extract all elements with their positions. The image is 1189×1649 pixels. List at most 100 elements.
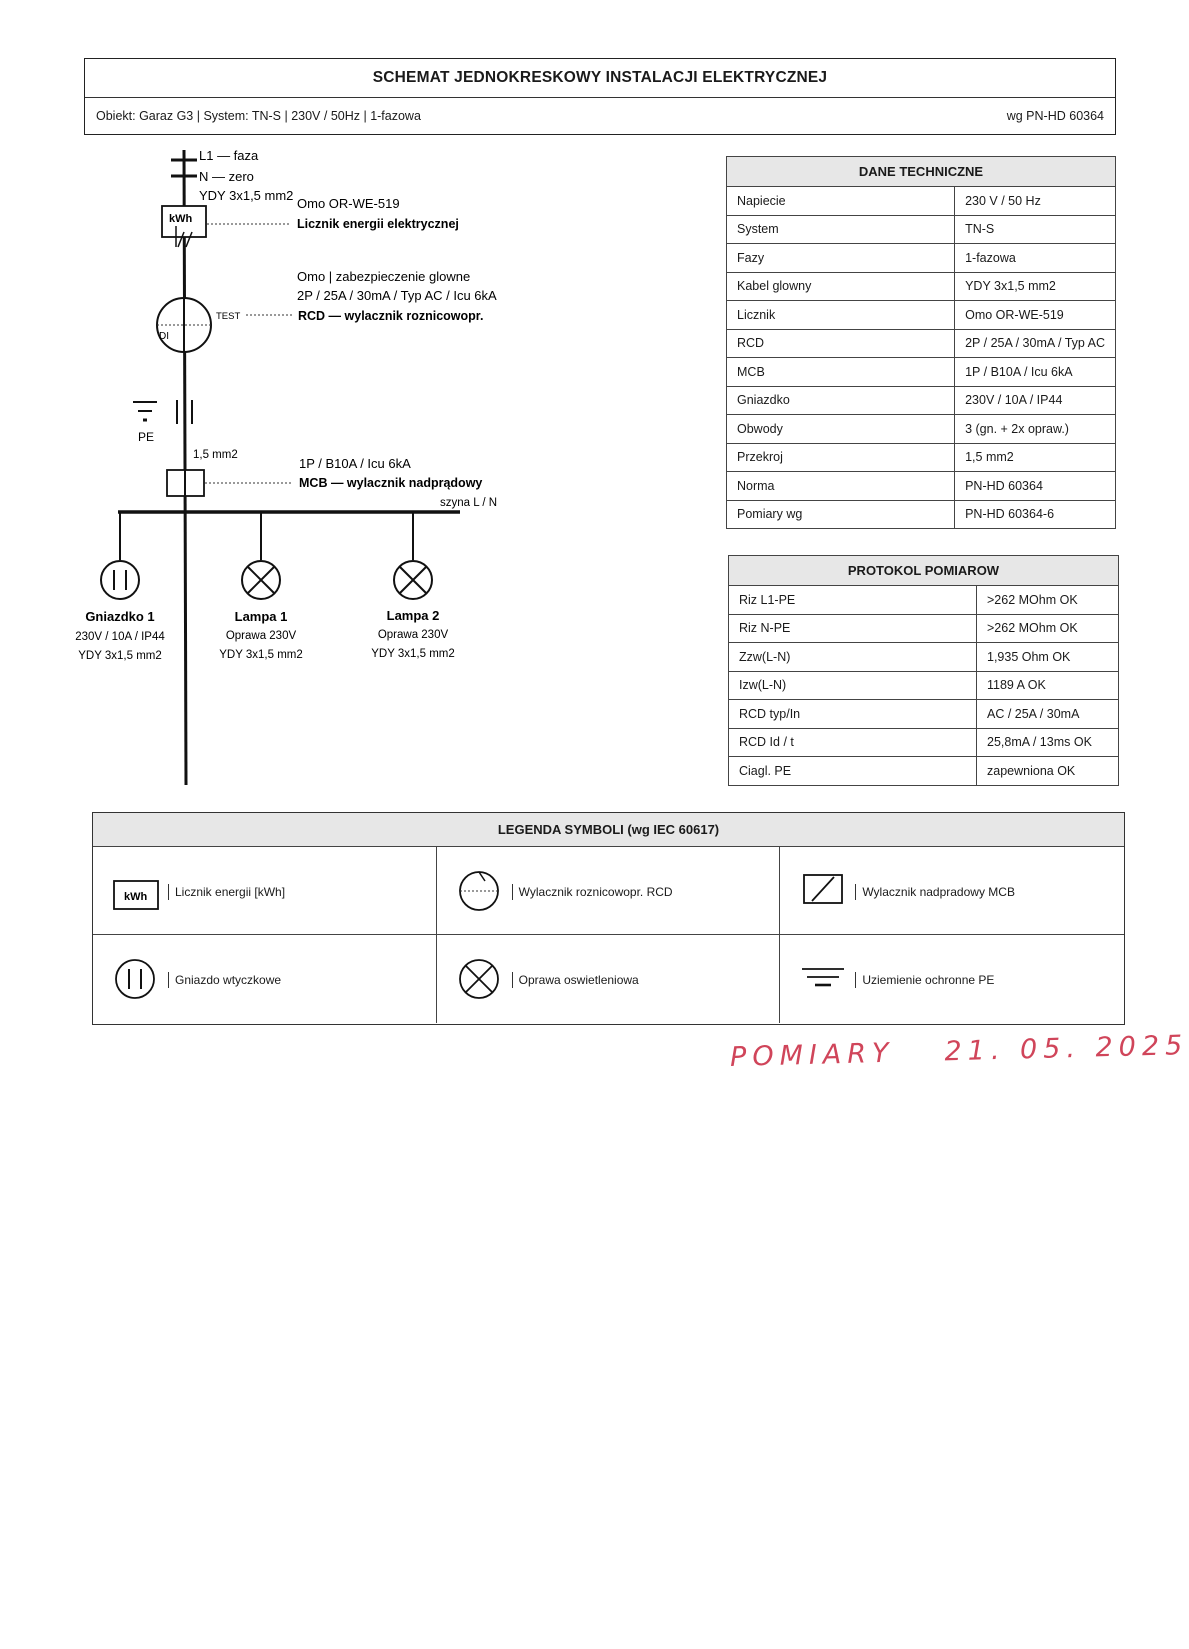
meter-label: Licznik energii elektrycznej	[297, 217, 459, 231]
busbar-label: szyna L / N	[440, 497, 497, 509]
legend-label: Wylacznik nadpradowy MCB	[855, 884, 1015, 900]
table-row: Izw(L-N)1189 A OK	[728, 670, 1119, 700]
legend-item: kWh Licznik energii [kWh]	[93, 847, 437, 935]
tech-value: 1,5 mm2	[954, 442, 1116, 472]
meter-symbol-text: kWh	[169, 213, 193, 225]
tech-value: PN-HD 60364-6	[954, 499, 1116, 529]
l1-label: L1 — faza	[199, 148, 259, 163]
handwritten-word: POMIARY	[729, 1037, 895, 1073]
n-label: N — zero	[199, 169, 254, 184]
protocol-key: RCD Id / t	[728, 727, 977, 757]
legend-label: Uziemienie ochronne PE	[855, 972, 994, 988]
legend-item: Oprawa oswietleniowa	[437, 935, 781, 1023]
ground-pe-icon	[802, 968, 845, 987]
tech-value: Omo OR-WE-519	[954, 300, 1116, 330]
load-name: Lampa 1	[235, 609, 288, 624]
load-line2: YDY 3x1,5 mm2	[371, 648, 455, 660]
tech-key: Pomiary wg	[725, 499, 956, 529]
protocol-table: PROTOKOL POMIAROW Riz L1-PE>262 MOhm OK …	[728, 555, 1119, 786]
tech-key: MCB	[725, 357, 956, 387]
protocol-value: zapewniona OK	[976, 756, 1119, 786]
tech-key: Napiecie	[725, 186, 956, 216]
handwritten-annotation: POMIARY 21. 05. 2025	[730, 1030, 1189, 1073]
tech-value: 1P / B10A / Icu 6kA	[954, 357, 1116, 387]
protocol-key: Zzw(L-N)	[728, 642, 977, 672]
rcd-line1: Omo | zabezpieczenie glowne	[297, 269, 470, 284]
legend-label: Licznik energii [kWh]	[168, 884, 285, 900]
load-line1: Oprawa 230V	[226, 630, 297, 642]
tech-key: Przekroj	[725, 442, 956, 472]
table-row: Riz N-PE>262 MOhm OK	[728, 613, 1119, 643]
meter-model-label: Omo OR-WE-519	[297, 196, 400, 211]
protocol-value: >262 MOhm OK	[976, 585, 1119, 615]
kwh-meter-icon: kWh	[113, 880, 159, 910]
pe-ground-symbol	[133, 400, 193, 424]
mcb-icon	[803, 874, 844, 904]
tech-value: TN-S	[954, 214, 1116, 244]
legend-item: Wylacznik roznicowopr. RCD	[436, 847, 781, 935]
protocol-value: 1189 A OK	[976, 670, 1119, 700]
mcb-spec: 1P / B10A / Icu 6kA	[299, 456, 411, 471]
load-name: Lampa 2	[387, 608, 440, 623]
tech-key: Kabel glowny	[725, 271, 956, 301]
tech-value: 230 V / 50 Hz	[954, 186, 1116, 216]
legend-title: LEGENDA SYMBOLI (wg IEC 60617)	[93, 813, 1124, 847]
rcd-icon	[458, 871, 499, 911]
legend-label: Oprawa oswietleniowa	[511, 972, 639, 988]
tech-key: System	[725, 214, 956, 244]
mcb-symbol	[166, 469, 205, 497]
object-info-row: Obiekt: Garaz G3 | System: TN-S | 230V /…	[85, 98, 1115, 136]
protocol-key: Riz N-PE	[728, 613, 977, 643]
load-line1: 230V / 10A / IP44	[75, 631, 165, 643]
protocol-key: Riz L1-PE	[728, 585, 977, 615]
legend-label: Gniazdo wtyczkowe	[168, 972, 281, 988]
tech-key: Licznik	[725, 300, 956, 330]
title-block: SCHEMAT JEDNOKRESKOWY INSTALACJI ELEKTRY…	[84, 58, 1116, 135]
legend-kwh-text: kWh	[124, 891, 148, 903]
object-info: Obiekt: Garaz G3 | System: TN-S | 230V /…	[96, 109, 421, 123]
legend-item: Uziemienie ochronne PE	[780, 935, 1124, 1023]
load-line2: YDY 3x1,5 mm2	[78, 650, 162, 662]
legend-label: Wylacznik roznicowopr. RCD	[511, 884, 673, 900]
mcb-label: MCB — wylacznik nadprądowy	[299, 476, 482, 490]
tech-value: 1-fazowa	[954, 243, 1116, 273]
socket-icon	[115, 959, 155, 999]
rcd-symbol: DI	[156, 297, 212, 353]
load-line1: Oprawa 230V	[378, 629, 449, 641]
rcd-label: RCD — wylacznik roznicowopr.	[298, 309, 483, 323]
tech-table-title: DANE TECHNICZNE	[726, 156, 1116, 187]
tech-key: Obwody	[725, 414, 956, 444]
norm-reference: wg PN-HD 60364	[1006, 109, 1104, 123]
legend-item: Wylacznik nadpradowy MCB	[780, 847, 1124, 935]
legend-item: Gniazdo wtyczkowe	[93, 935, 437, 1023]
symbol-legend: LEGENDA SYMBOLI (wg IEC 60617) kWh Liczn…	[92, 812, 1125, 1025]
protocol-value: >262 MOhm OK	[976, 613, 1119, 643]
protocol-key: RCD typ/In	[728, 699, 977, 729]
protocol-value: AC / 25A / 30mA	[976, 699, 1119, 729]
kwh-meter-symbol: kWh	[161, 205, 207, 248]
protocol-table-title: PROTOKOL POMIAROW	[728, 555, 1119, 586]
protocol-key: Izw(L-N)	[728, 670, 977, 700]
rcd-di-text: DI	[159, 331, 169, 342]
document-title: SCHEMAT JEDNOKRESKOWY INSTALACJI ELEKTRY…	[85, 59, 1115, 98]
handwritten-date: 21. 05. 2025	[944, 1030, 1189, 1068]
load-line2: YDY 3x1,5 mm2	[219, 649, 303, 661]
protocol-key: Ciagl. PE	[728, 756, 977, 786]
tech-key: RCD	[725, 328, 956, 358]
cable-label: YDY 3x1,5 mm2	[199, 188, 293, 203]
lamp1-symbol	[241, 560, 281, 600]
